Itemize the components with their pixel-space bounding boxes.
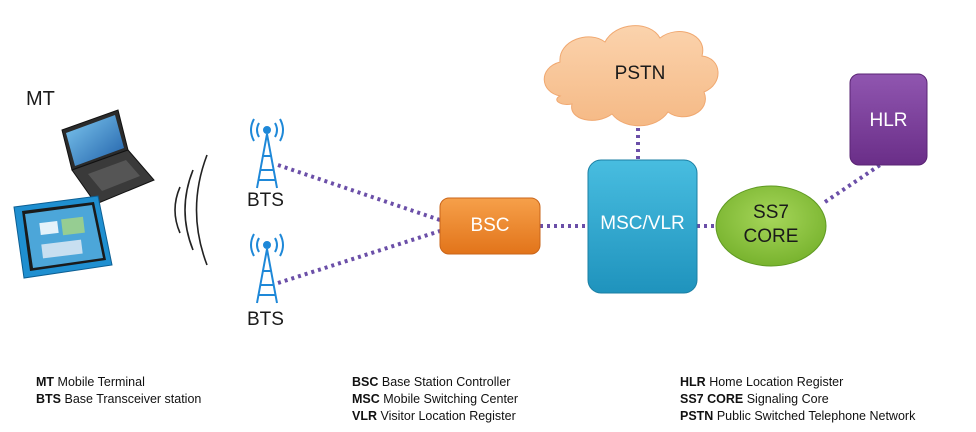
mt-label: MT [26,88,55,110]
msc-box [587,159,698,294]
bts-top-label: BTS [247,190,284,211]
link-bts-bottom-bsc [277,229,441,285]
link-ss7-hlr [823,163,882,204]
legend-item: SS7 CORE Signaling Core [680,392,829,406]
ss7-label: SS7 CORE [716,201,826,249]
laptop-icon [61,109,155,205]
links [277,128,882,285]
bts-bottom-label: BTS [247,309,284,330]
legend-item: BSC Base Station Controller [352,375,511,389]
tablet-icon [13,195,113,279]
legend-item: VLR Visitor Location Register [352,409,516,423]
wireless-wave-icon [174,154,208,266]
cell-tower-icon [250,118,284,189]
legend-item: MSC Mobile Switching Center [352,392,519,406]
ss7-label-line2: CORE [743,225,799,247]
ss7-label-line1: SS7 [753,202,789,223]
legend-column-2: BSC Base Station Controller MSC Mobile S… [352,374,518,425]
link-bts-top-bsc [277,163,441,222]
pstn-cloud [543,25,719,127]
hlr-label: HLR [869,110,908,131]
legend-item: HLR Home Location Register [680,375,844,389]
legend-column-1: MT Mobile Terminal BTS Base Transceiver … [36,374,201,408]
ss7-ellipse [715,185,827,267]
legend-item: MT Mobile Terminal [36,375,145,389]
hlr-box [849,73,928,166]
bsc-label: BSC [470,215,510,236]
legend-item: BTS Base Transceiver station [36,392,202,406]
cell-tower-icon [250,233,284,304]
bsc-box [439,197,541,255]
legend-item: PSTN Public Switched Telephone Network [680,409,916,423]
msc-vlr-label: MSC/VLR [600,213,685,234]
pstn-label: PSTN [614,63,666,84]
legend-column-3: HLR Home Location Register SS7 CORE Sign… [680,374,915,425]
